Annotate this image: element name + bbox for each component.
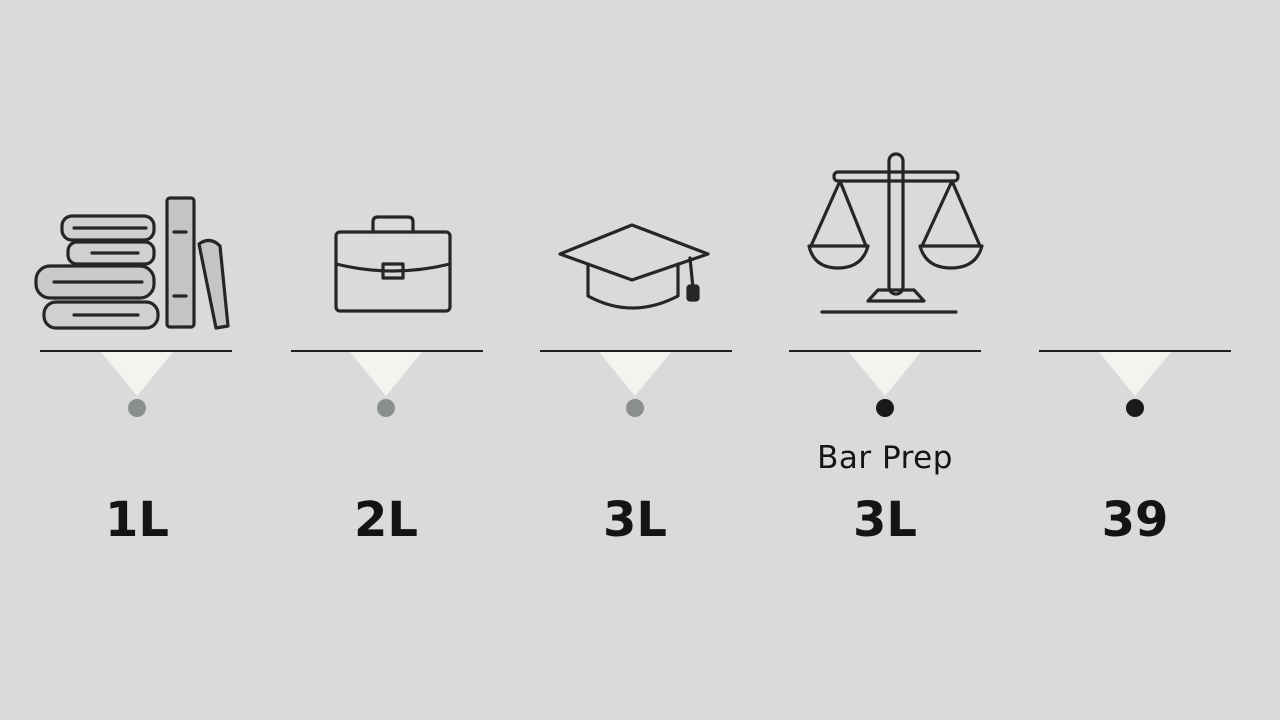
- milestone-dot: [626, 399, 644, 417]
- timeline-segment: [540, 350, 732, 352]
- timeline-segment: [789, 350, 981, 352]
- spotlight-beam: [350, 352, 422, 396]
- spotlight-beam: [101, 352, 173, 396]
- books-icon: [34, 196, 230, 330]
- milestone-label: 1L: [105, 492, 169, 548]
- spotlight-beam: [849, 352, 921, 396]
- spotlight-beam: [599, 352, 671, 396]
- milestone-dot: [377, 399, 395, 417]
- spotlight-beam: [1099, 352, 1171, 396]
- milestone-label: 2L: [354, 492, 418, 548]
- milestone-dot: [876, 399, 894, 417]
- milestone-dot: [1126, 399, 1144, 417]
- briefcase-icon: [334, 215, 452, 313]
- milestone-label: 3L: [603, 492, 667, 548]
- milestone-label: 3L: [853, 492, 917, 548]
- scales-of-justice-icon: [807, 152, 984, 314]
- timeline-segment: [40, 350, 232, 352]
- graduation-cap-icon: [558, 223, 710, 310]
- milestone-sublabel: Bar Prep: [817, 440, 953, 476]
- milestone-dot: [128, 399, 146, 417]
- timeline-segment: [291, 350, 483, 352]
- timeline-segment: [1039, 350, 1231, 352]
- milestone-label: 39: [1101, 492, 1169, 548]
